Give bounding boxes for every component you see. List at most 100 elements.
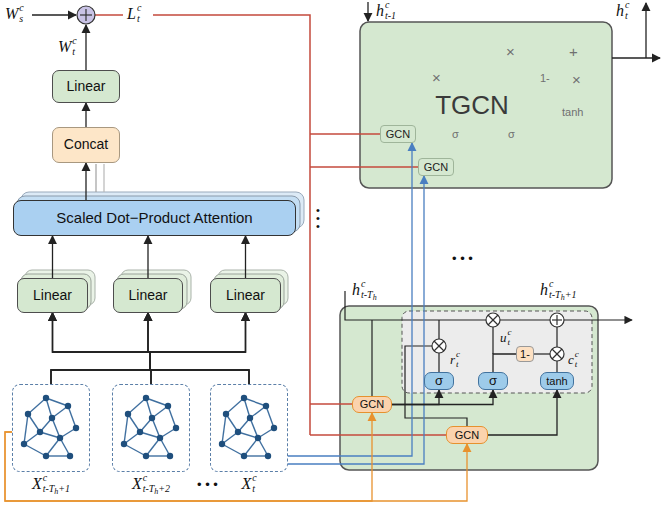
math-label: Xct bbox=[241, 473, 256, 494]
linear-box: Linear bbox=[52, 70, 120, 103]
label-text: × bbox=[506, 43, 515, 60]
wire bbox=[492, 327, 493, 354]
subscript-row: t bbox=[456, 359, 460, 369]
node-text: GCN bbox=[360, 398, 384, 410]
cell-wires bbox=[345, 291, 632, 426]
subscript-row: t-Th bbox=[361, 289, 377, 301]
graph-icon bbox=[21, 395, 79, 459]
subscript: t bbox=[252, 483, 255, 494]
sigmoid-box: σ bbox=[424, 372, 454, 390]
graph-input: Xct bbox=[210, 384, 288, 472]
subscript: h bbox=[154, 487, 158, 496]
label-text: tanh bbox=[562, 106, 583, 118]
subscript-row: s bbox=[19, 13, 23, 24]
multiply-symbol bbox=[550, 347, 564, 361]
math-label: Xct-Th+1 bbox=[32, 473, 70, 495]
math-base: u bbox=[500, 331, 507, 344]
label-anchor: × bbox=[506, 44, 515, 61]
math-base: h bbox=[616, 3, 624, 19]
superscript: c bbox=[575, 350, 579, 359]
math-label: Wct bbox=[58, 36, 77, 57]
label-text: σ bbox=[452, 128, 459, 140]
subscript: h bbox=[561, 293, 565, 302]
subscript: t bbox=[575, 359, 578, 369]
tanh-box: tanh bbox=[540, 372, 574, 390]
node-text: Concat bbox=[64, 137, 108, 152]
gcn-box: GCN bbox=[380, 125, 416, 143]
label-text: • • • bbox=[197, 477, 218, 492]
graph-icon bbox=[219, 395, 277, 459]
wire bbox=[534, 353, 550, 354]
math-label: Wcs bbox=[5, 3, 24, 24]
connectors bbox=[5, 103, 557, 501]
graph-input: Xct-Th+2 bbox=[112, 384, 190, 472]
script-stack: ct-Th+2 bbox=[143, 473, 170, 495]
subscript: s bbox=[19, 13, 23, 24]
superscript: c bbox=[456, 350, 460, 359]
connector bbox=[85, 103, 86, 127]
math-base: h bbox=[376, 3, 384, 19]
connector bbox=[392, 390, 493, 405]
connector bbox=[488, 390, 557, 435]
subscript: t bbox=[72, 46, 75, 57]
superscript: c bbox=[137, 3, 141, 13]
add-symbol bbox=[550, 313, 564, 327]
panel-grounds bbox=[340, 22, 612, 470]
multiply-symbol bbox=[432, 339, 446, 353]
script-stack: ct-Th bbox=[361, 279, 377, 301]
graph-icon bbox=[121, 395, 179, 459]
math-label: cct bbox=[568, 350, 579, 369]
subscript-row: t bbox=[575, 359, 579, 369]
superscript: c bbox=[385, 0, 396, 10]
panel-ground bbox=[360, 22, 612, 188]
math-label: hct bbox=[616, 0, 629, 21]
node-text: σ bbox=[435, 374, 443, 388]
label-text: × bbox=[432, 69, 441, 86]
subscript-row: t bbox=[625, 10, 629, 21]
script-stack: ct bbox=[72, 36, 76, 57]
math-base: W bbox=[58, 39, 71, 55]
subscript: t bbox=[508, 337, 511, 347]
state-arrow bbox=[367, 2, 368, 21]
subscript: t-T bbox=[143, 483, 155, 494]
math-label: hct-Th bbox=[352, 279, 377, 301]
label-text: + bbox=[569, 43, 578, 60]
linear-box: Linear bbox=[113, 278, 183, 313]
subscript: t-1 bbox=[385, 10, 396, 21]
subscript: h bbox=[373, 293, 377, 302]
concat-box: Concat bbox=[52, 127, 120, 163]
node-text: tanh bbox=[546, 375, 567, 387]
subscript: t bbox=[456, 359, 459, 369]
label-anchor: σ bbox=[452, 128, 459, 140]
math-base: r bbox=[450, 353, 455, 366]
node-text: σ bbox=[489, 374, 497, 388]
node-text: Linear bbox=[226, 288, 265, 303]
subscript-row: t bbox=[252, 483, 256, 494]
math-label: hct-1 bbox=[376, 0, 396, 21]
connector bbox=[85, 163, 86, 200]
connector bbox=[51, 313, 150, 384]
math-base: h bbox=[540, 282, 548, 298]
subscript: t bbox=[625, 10, 628, 21]
label-text: σ bbox=[508, 128, 515, 140]
label-anchor: σ bbox=[508, 128, 515, 140]
add-symbol bbox=[77, 6, 95, 24]
subscript-row: t-1 bbox=[385, 10, 396, 21]
wire bbox=[556, 361, 557, 372]
connector bbox=[493, 354, 516, 372]
label-anchor: • • • bbox=[197, 478, 218, 492]
math-label: Lct bbox=[127, 3, 141, 24]
connector bbox=[288, 143, 412, 456]
gru-cell: 1-σσtanhGCNGCN bbox=[340, 306, 598, 470]
label-anchor: × bbox=[572, 72, 581, 89]
connector bbox=[52, 236, 53, 278]
superscript: c bbox=[72, 36, 76, 46]
subscript-row: t-Th+1 bbox=[549, 289, 576, 301]
label-anchor: + bbox=[569, 44, 578, 61]
superscript: c bbox=[549, 279, 576, 289]
multiply-symbol bbox=[486, 313, 500, 327]
script-stack: ct bbox=[137, 3, 141, 24]
script-stack: ct bbox=[575, 350, 579, 369]
gate-region bbox=[402, 311, 592, 393]
subscript: +2 bbox=[158, 483, 170, 494]
